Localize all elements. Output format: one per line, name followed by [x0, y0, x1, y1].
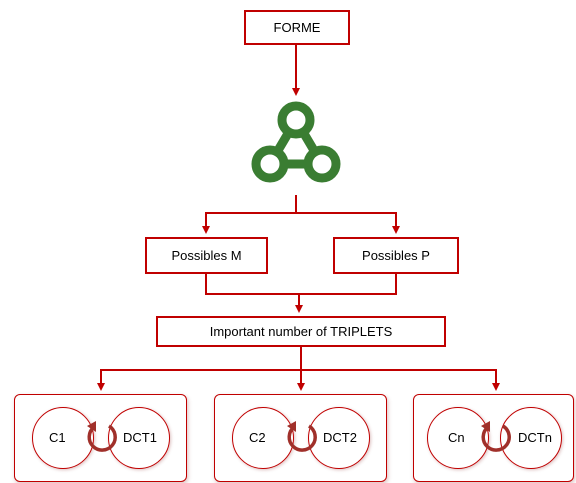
right-circle	[108, 407, 170, 469]
cycle-group-n: Cn DCTn	[413, 394, 574, 482]
cycle-group-1: C1 DCT1	[14, 394, 187, 482]
triplets-node: Important number of TRIPLETS	[156, 316, 446, 347]
possibles-p-node: Possibles P	[333, 237, 459, 274]
connector-split-top-right	[296, 212, 400, 234]
connector-fanout-right	[301, 369, 500, 391]
connector-fanout	[97, 347, 302, 391]
forme-node: FORME	[244, 10, 350, 45]
connector-split-top	[202, 195, 297, 234]
cycle-arrow-icon	[287, 421, 317, 452]
cycle-arrow-icon	[87, 421, 117, 452]
dct-label: DCT2	[323, 430, 357, 445]
cycle-arrow-icon	[481, 421, 511, 452]
left-circle	[427, 407, 489, 469]
left-circle	[32, 407, 94, 469]
component-label: Cn	[448, 430, 465, 445]
possibles-m-node: Possibles M	[145, 237, 268, 274]
cycle-group-2: C2 DCT2	[214, 394, 387, 482]
component-label: C2	[249, 430, 266, 445]
left-circle	[232, 407, 294, 469]
dct-label: DCTn	[518, 430, 552, 445]
dct-label: DCT1	[123, 430, 157, 445]
triangle-network-icon	[251, 101, 341, 183]
component-label: C1	[49, 430, 66, 445]
connector-merge	[205, 274, 397, 295]
right-circle	[308, 407, 370, 469]
